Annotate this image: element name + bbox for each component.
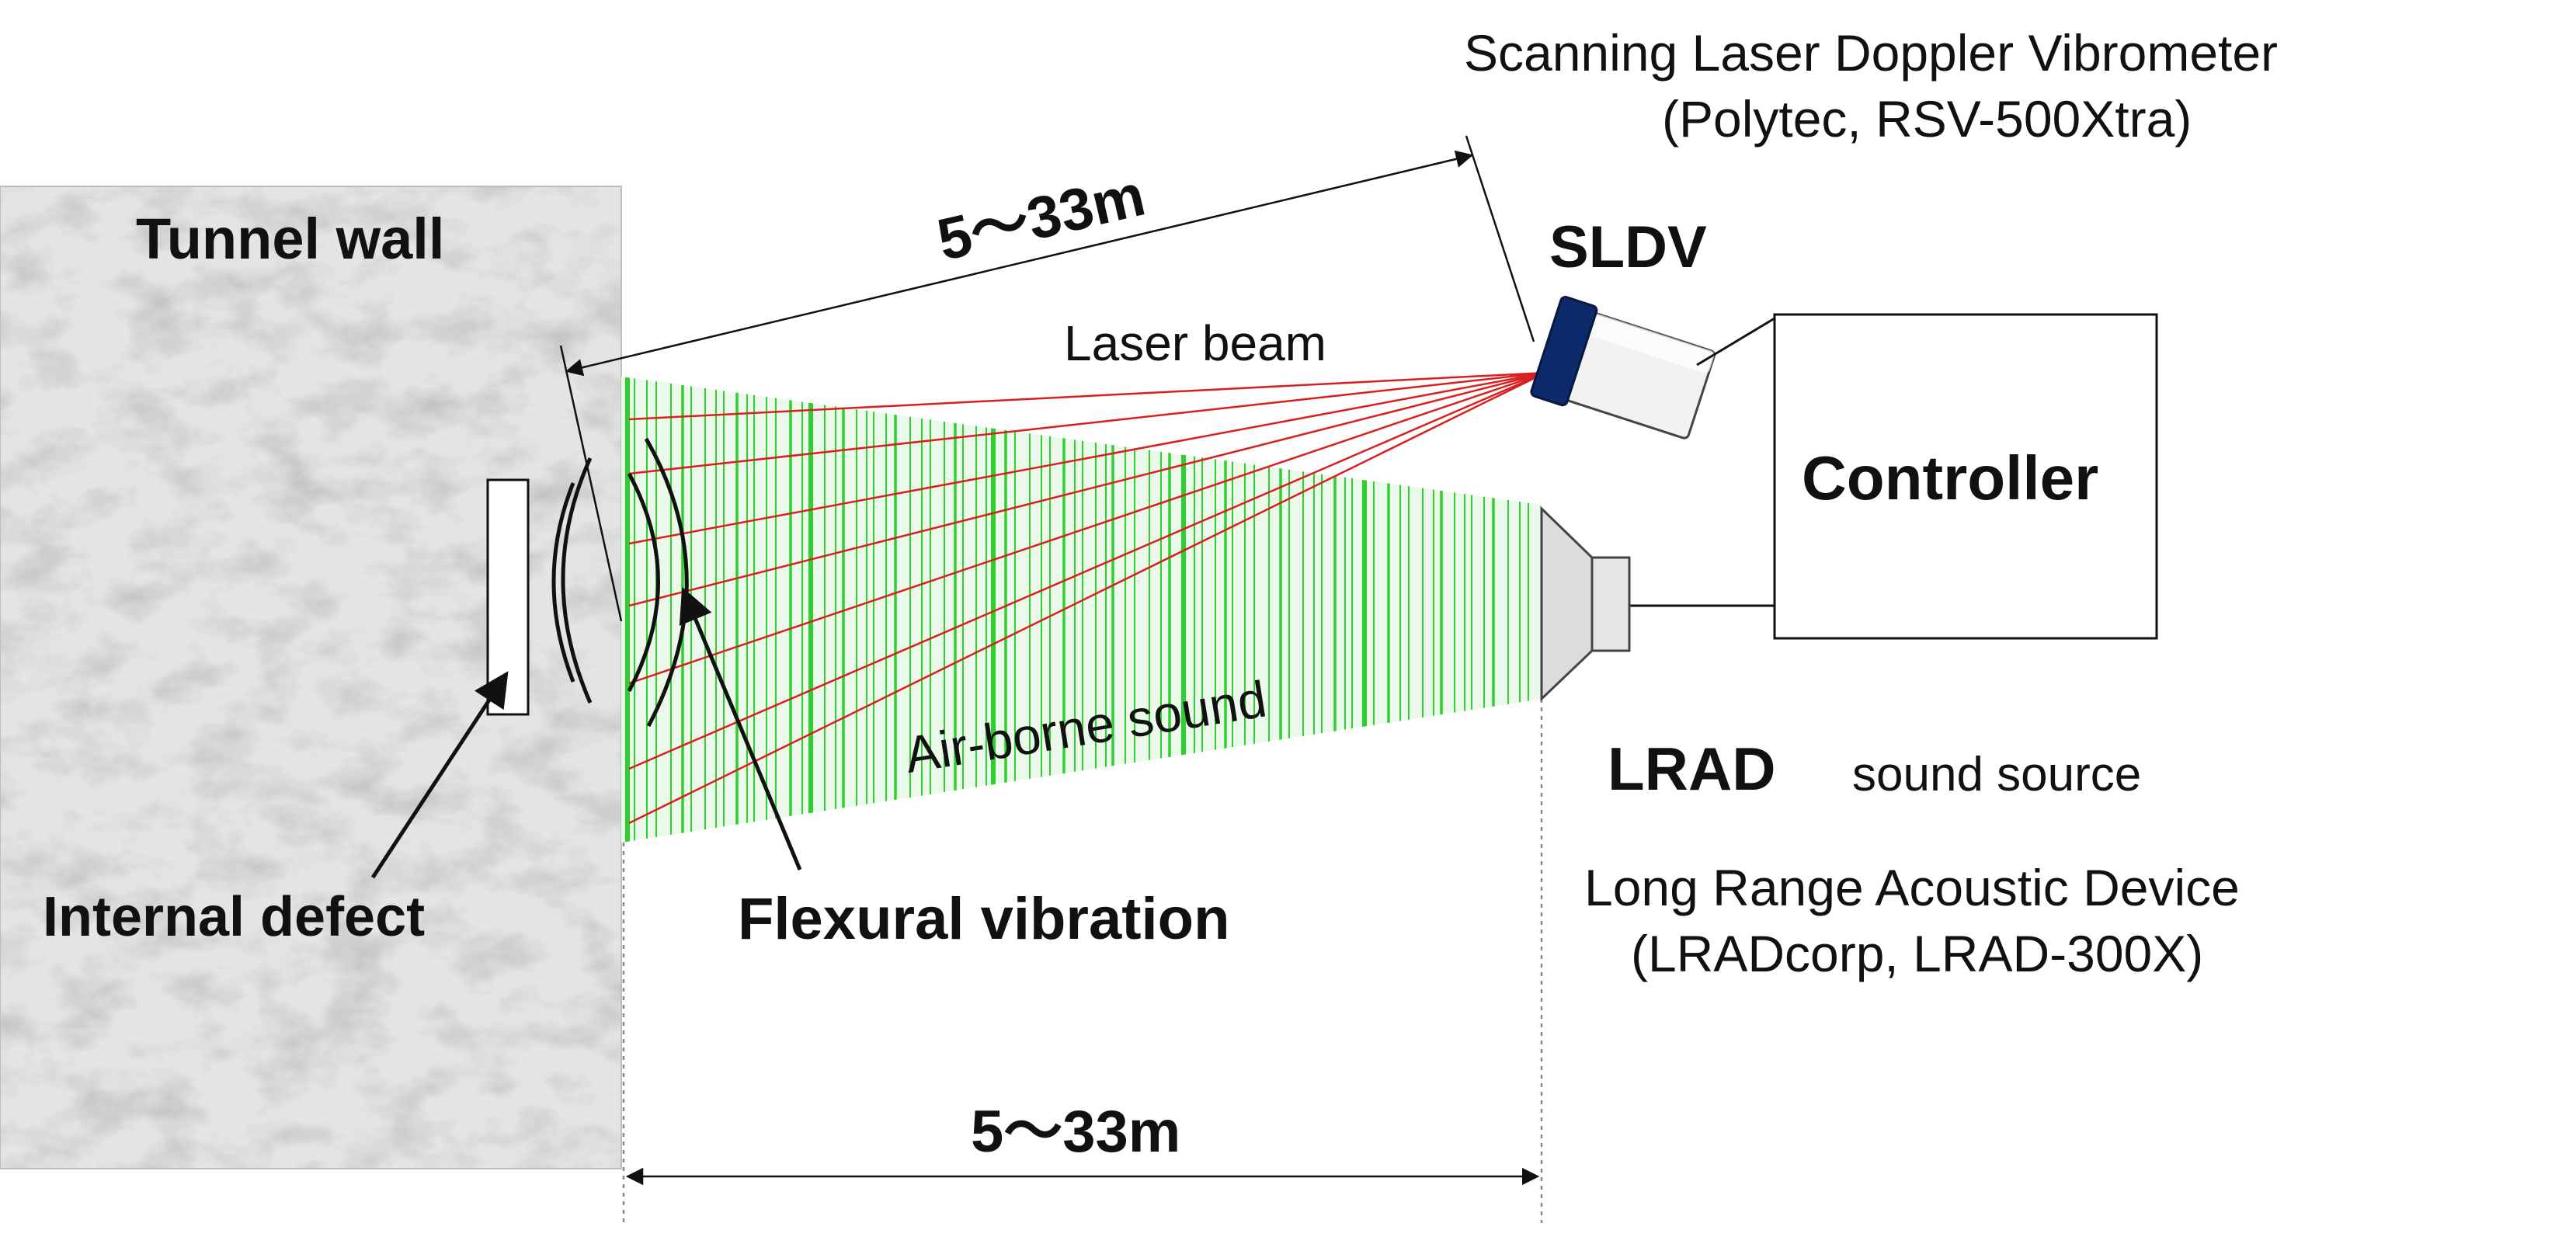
laser-beam-line [628,371,1546,685]
sound-cone [621,377,1542,843]
laser-beam-line [628,371,1546,825]
top-dimension [559,135,1535,622]
laser-beam-line [628,371,1546,475]
bottom-dimension [622,699,1543,1223]
bottom-distance-label: 5～33m [971,1099,1181,1165]
tunnel-wall-label: Tunnel wall [136,207,445,271]
internal-defect-label: Internal defect [43,886,426,948]
laser-beam-line [628,371,1546,545]
laser-beam-line [628,371,1546,607]
lrad-desc-line1: Long Range Acoustic Device [1584,859,2240,916]
sldv-icon [1530,296,1775,440]
pointer-arrows [370,586,802,879]
sldv-title-line1: Scanning Laser Doppler Vibrometer [1464,24,2279,82]
lrad-desc-line2: (LRADcorp, LRAD-300X) [1631,925,2204,982]
laser-beam-line [628,371,1546,770]
lrad-label: LRAD [1608,735,1776,803]
controller-box [1629,313,2158,640]
laser-beam-label: Laser beam [1064,315,1326,371]
speaker-horn-icon [1540,506,1631,702]
vibration-arcs [551,437,689,728]
sldv-label: SLDV [1549,214,1707,280]
sldv-title-line2: (Polytec, RSV-500Xtra) [1662,90,2192,148]
laser-beam-line [628,371,1546,421]
internal-defect-shape [486,478,530,716]
controller-label: Controller [1802,443,2099,513]
sound-source-label: sound source [1852,748,2142,801]
flexural-vibration-label: Flexural vibration [738,886,1230,952]
laser-beams [628,371,1546,825]
